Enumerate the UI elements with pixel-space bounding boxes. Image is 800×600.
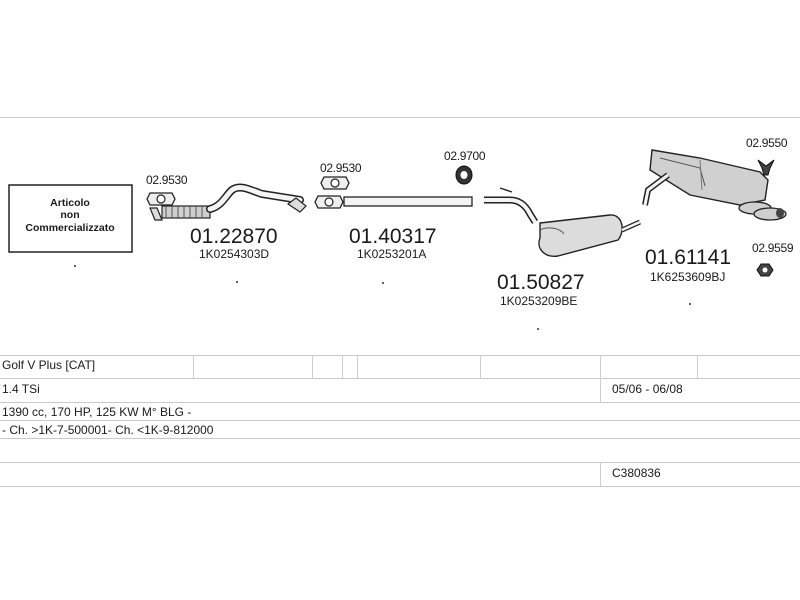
top-rule: [0, 117, 800, 118]
rubber-mount-icon: [455, 165, 473, 185]
box-line-2: non: [60, 209, 79, 221]
gasket-icon: [146, 192, 176, 206]
not-sold-box: Articolo non Commercializzato: [8, 184, 133, 253]
table-divider: [357, 356, 358, 378]
accessory-label-5: 02.9559: [752, 241, 794, 255]
table-rule: [0, 438, 800, 439]
model-cell: Golf V Plus [CAT]: [2, 358, 96, 372]
table-rule: [0, 378, 800, 379]
oem-number-4: 1K6253609BJ: [650, 270, 725, 284]
specs-cell: 1390 cc, 170 HP, 125 KW M° BLG -: [2, 405, 192, 419]
table-divider: [697, 356, 698, 378]
nut-icon: [756, 263, 774, 277]
exhaust-diagram: Articolo non Commercializzato 02.9530 01…: [8, 136, 794, 330]
front-pipe-icon: [149, 183, 307, 221]
oem-number-1: 1K0254303D: [199, 247, 269, 261]
table-rule: [0, 402, 800, 403]
part-number-1: 01.22870: [190, 225, 278, 248]
table-divider: [600, 463, 601, 486]
code-cell: C380836: [612, 466, 661, 480]
table-rule: [0, 462, 800, 463]
table-rule: [0, 420, 800, 421]
accessory-label-2: 02.9530: [320, 161, 362, 175]
oem-number-2: 1K0253201A: [357, 247, 426, 261]
accessory-label-3: 02.9700: [444, 149, 486, 163]
table-rule: [0, 355, 800, 356]
table-divider: [342, 356, 343, 378]
table-divider: [312, 356, 313, 378]
table-divider: [480, 356, 481, 378]
accessory-label-4: 02.9550: [746, 136, 788, 150]
table-divider: [600, 356, 601, 402]
table-divider: [193, 356, 194, 378]
clamp-icon: [757, 159, 775, 176]
years-cell: 05/06 - 06/08: [612, 382, 683, 396]
centre-silencer-icon: [484, 187, 642, 257]
part-number-4: 01.61141: [645, 246, 731, 269]
accessory-label-1: 02.9530: [146, 173, 188, 187]
chassis-cell: - Ch. >1K-7-500001- Ch. <1K-9-812000: [2, 423, 214, 437]
box-line-3: Commercializzato: [25, 222, 114, 234]
part-number-3: 01.50827: [497, 271, 585, 294]
box-line-1: Articolo: [50, 197, 90, 209]
table-rule: [0, 486, 800, 487]
gasket-icon: [320, 176, 350, 190]
oem-number-3: 1K0253209BE: [500, 294, 577, 308]
engine-cell: 1.4 TSi: [2, 382, 40, 396]
part-number-2: 01.40317: [349, 225, 437, 248]
rear-silencer-icon: [642, 149, 787, 221]
middle-pipe-icon: [314, 195, 473, 209]
